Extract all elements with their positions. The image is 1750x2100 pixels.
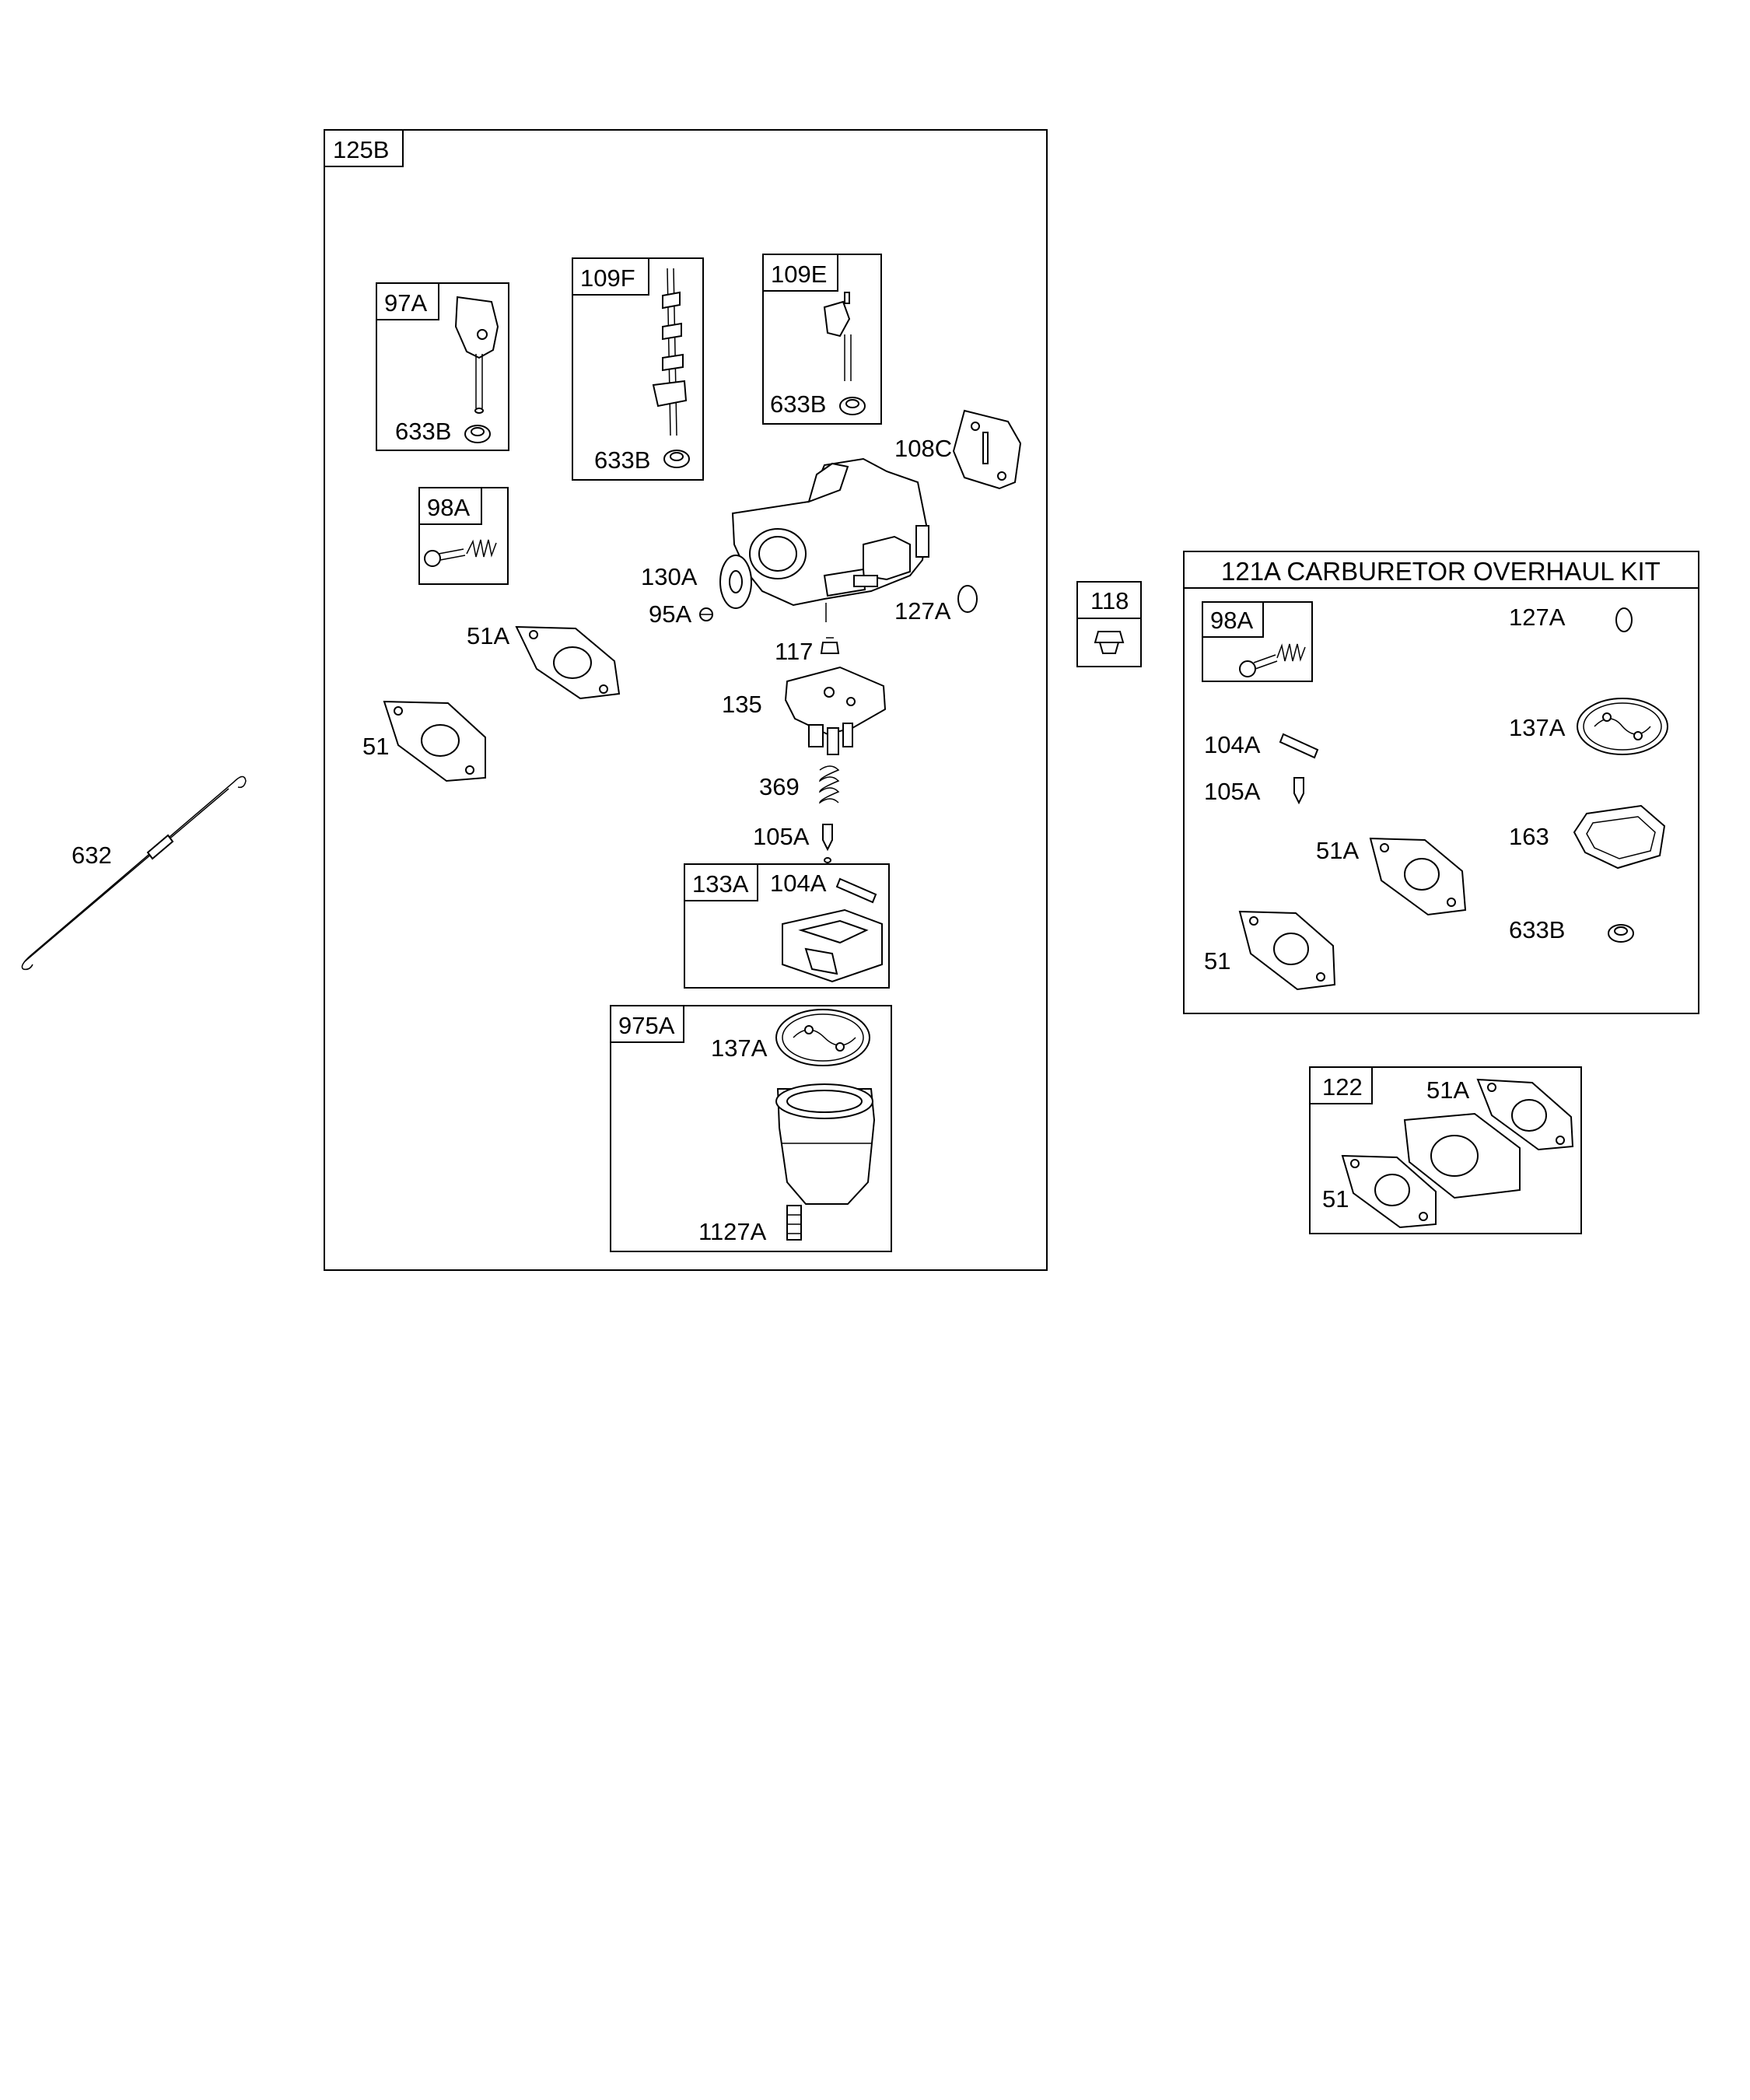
idle-screw-icon	[424, 548, 466, 567]
carburetor-body-icon	[731, 457, 929, 622]
pin-104A-icon	[835, 877, 877, 904]
label-kit-98A: 98A	[1210, 607, 1253, 634]
washer-icon	[839, 397, 866, 415]
needle-icon	[1293, 777, 1304, 805]
washer-icon	[464, 425, 491, 443]
float-bowl-icon	[782, 908, 883, 983]
washer-icon	[1608, 924, 1634, 943]
spring-369-icon	[819, 765, 840, 804]
bowl-gasket-icon	[1577, 698, 1668, 755]
label-135: 135	[722, 691, 762, 718]
label-122-51A: 51A	[1426, 1076, 1469, 1104]
screw-95A-icon	[699, 607, 713, 621]
idle-screw-icon	[1239, 654, 1278, 677]
linkage-rod-632-icon	[21, 775, 247, 971]
gasket-51-icon	[1238, 910, 1336, 991]
label-kit-137A: 137A	[1509, 714, 1566, 741]
throttle-shaft-icon	[652, 268, 688, 436]
frame-98A: 98A	[418, 487, 509, 585]
frame-133A: 133A 104A	[684, 863, 890, 989]
label-108C: 108C	[894, 435, 952, 462]
gasket-163-icon	[1573, 804, 1666, 870]
frame-109E: 109E 633B	[762, 254, 882, 425]
label-117: 117	[775, 638, 813, 665]
label-633B-97A: 633B	[395, 418, 451, 445]
frame-97A: 97A 633B	[376, 282, 509, 451]
label-369: 369	[759, 773, 800, 800]
gasket-51-icon	[383, 700, 486, 782]
frame-122: 122 51A 51	[1309, 1066, 1582, 1234]
gasket-51-icon	[1341, 1154, 1437, 1229]
label-975A: 975A	[618, 1012, 675, 1039]
label-105A: 105A	[753, 823, 810, 850]
bowl-screw-1127A-icon	[786, 1205, 802, 1241]
gasket-51A-icon	[1476, 1078, 1574, 1151]
frame-121A-kit: 121A CARBURETOR OVERHAUL KIT 98A 127A 10…	[1183, 551, 1699, 1014]
jet-118-icon	[1094, 631, 1125, 654]
label-51A: 51A	[467, 622, 509, 649]
label-633B-109F: 633B	[594, 446, 650, 474]
spring-icon	[1276, 643, 1306, 662]
spring-icon	[466, 539, 497, 558]
label-kit-633B: 633B	[1509, 916, 1565, 943]
label-130A: 130A	[641, 563, 698, 590]
frame-975A: 975A 137A 1127A	[610, 1005, 892, 1252]
label-632: 632	[72, 842, 112, 869]
spacer-icon	[1403, 1112, 1521, 1199]
label-kit-163: 163	[1509, 823, 1549, 850]
frame-109F: 109F 633B	[572, 257, 704, 481]
label-kit-51A: 51A	[1316, 837, 1359, 864]
bowl-gasket-137A-icon	[775, 1009, 870, 1066]
label-51: 51	[362, 733, 389, 760]
label-97A: 97A	[384, 289, 427, 317]
label-122: 122	[1322, 1073, 1363, 1101]
o-ring-icon	[1615, 607, 1633, 632]
pin-icon	[1279, 733, 1319, 759]
label-633B-109E: 633B	[770, 390, 826, 418]
gasket-130A-icon	[719, 555, 752, 609]
o-ring-127A-icon	[957, 585, 978, 613]
label-118: 118	[1090, 587, 1129, 614]
jet-117-icon	[820, 637, 840, 654]
label-125B: 125B	[333, 136, 389, 163]
label-137A: 137A	[711, 1034, 768, 1062]
plate-108C-icon	[952, 409, 1022, 490]
fuel-bowl-icon	[775, 1083, 876, 1205]
throttle-lever-icon	[823, 292, 852, 381]
label-104A: 104A	[770, 870, 827, 897]
label-133A: 133A	[692, 870, 749, 898]
frame-125B: 125B	[324, 129, 1048, 1271]
gasket-51A-icon	[1369, 837, 1467, 916]
label-kit-127A: 127A	[1509, 604, 1566, 631]
washer-icon	[663, 450, 690, 468]
label-109E: 109E	[771, 261, 827, 288]
frame-118: 118	[1076, 581, 1142, 667]
label-kit-51: 51	[1204, 947, 1230, 975]
float-135-icon	[784, 666, 887, 755]
label-kit-104A: 104A	[1204, 731, 1261, 758]
label-127A: 127A	[894, 597, 951, 625]
label-122-51: 51	[1322, 1185, 1349, 1213]
needle-105A-icon	[822, 824, 833, 863]
gasket-51A-icon	[515, 625, 621, 700]
label-95A: 95A	[649, 600, 691, 628]
choke-shaft-icon	[454, 296, 499, 414]
label-kit-105A: 105A	[1204, 778, 1261, 805]
label-98A: 98A	[427, 494, 470, 521]
label-1127A: 1127A	[698, 1218, 767, 1245]
label-109F: 109F	[580, 264, 635, 292]
label-121A-kit-title: 121A CARBURETOR OVERHAUL KIT	[1221, 557, 1661, 586]
